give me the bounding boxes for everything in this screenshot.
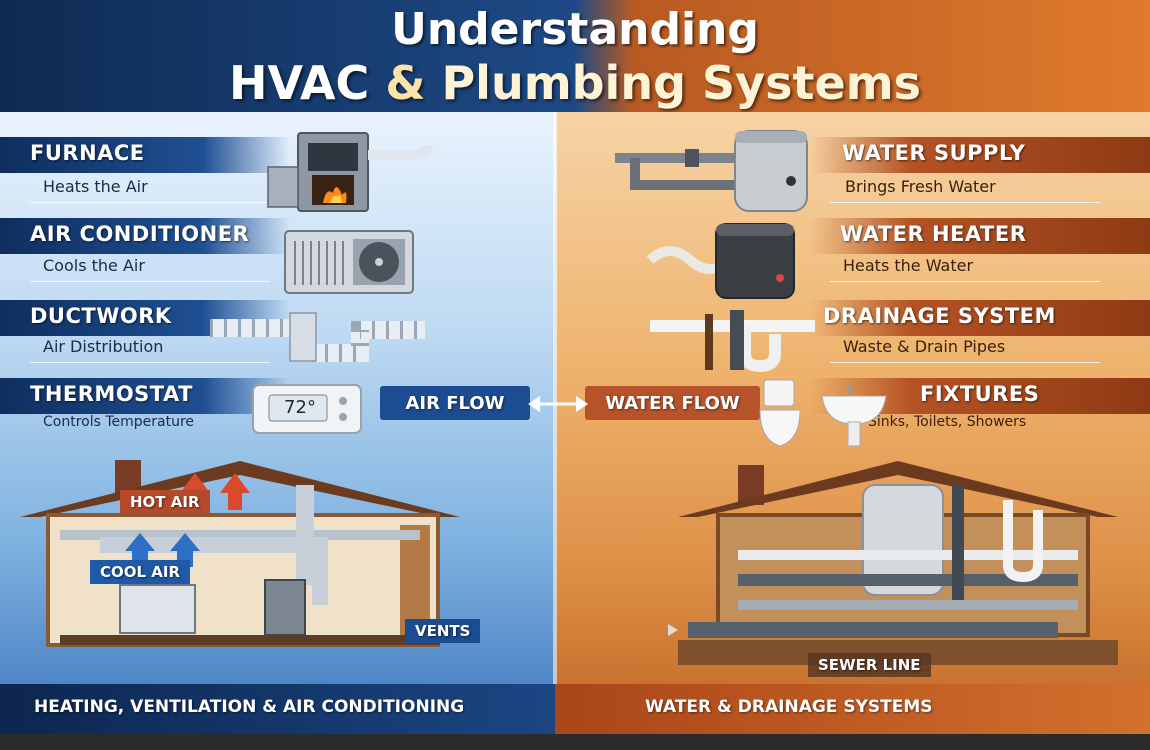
- furnace-underline: [30, 202, 270, 203]
- water-heater-underline: [830, 281, 1100, 282]
- ductwork-title: DUCTWORK: [30, 304, 172, 328]
- fixtures-desc: Sinks, Toilets, Showers: [868, 414, 1027, 430]
- ductwork-underline: [30, 362, 270, 363]
- title-plumbing: Plumbing Systems: [441, 56, 922, 110]
- ac-title: AIR CONDITIONER: [30, 222, 250, 246]
- water-supply-title: WATER SUPPLY: [842, 141, 1026, 165]
- bottom-strip: [0, 734, 1150, 750]
- hot-air-label: HOT AIR: [120, 490, 210, 514]
- ductwork-icon: [210, 312, 425, 362]
- air-conditioner-icon: [284, 230, 414, 294]
- sewer-line-label: SEWER LINE: [808, 653, 931, 677]
- water-heater-title: WATER HEATER: [840, 222, 1027, 246]
- thermostat-desc: Controls Temperature: [43, 414, 195, 430]
- air-flow-label: AIR FLOW: [380, 386, 530, 420]
- furnace-desc: Heats the Air: [43, 177, 148, 196]
- double-arrow-icon: [528, 396, 588, 412]
- water-heater-icon: [646, 223, 795, 299]
- ac-desc: Cools the Air: [43, 256, 145, 275]
- ac-underline: [30, 281, 270, 282]
- furnace-title: FURNACE: [30, 141, 145, 165]
- drainage-band: [810, 300, 1150, 336]
- drainage-title: DRAINAGE SYSTEM: [823, 304, 1056, 328]
- water-supply-band: [810, 137, 1150, 173]
- water-supply-icon: [615, 130, 808, 212]
- plumbing-footer-text: WATER & DRAINAGE SYSTEMS: [645, 697, 933, 717]
- water-flow-label: WATER FLOW: [585, 386, 760, 420]
- title-hvac: HVAC: [228, 56, 370, 110]
- title-ampersand: &: [369, 56, 442, 110]
- hvac-footer: [0, 684, 555, 734]
- sink-toilet-icon: [759, 379, 887, 447]
- water-supply-underline: [830, 202, 1100, 203]
- ac-band: [0, 218, 290, 254]
- ductwork-desc: Air Distribution: [43, 337, 164, 356]
- panel-divider: [553, 112, 557, 684]
- drainage-underline: [830, 362, 1100, 363]
- plumbing-footer: [555, 684, 1150, 734]
- title-line-2: HVAC & Plumbing Systems: [0, 56, 1150, 110]
- water-heater-desc: Heats the Water: [843, 256, 974, 275]
- title-line-1: Understanding: [391, 4, 759, 55]
- hvac-footer-text: HEATING, VENTILATION & AIR CONDITIONING: [34, 697, 465, 717]
- drain-pipe-icon: [650, 310, 815, 373]
- furnace-icon: [267, 132, 433, 212]
- furnace-band: [0, 137, 290, 173]
- thermostat-band: [0, 378, 290, 414]
- header-banner: [0, 0, 1150, 112]
- drainage-desc: Waste & Drain Pipes: [843, 337, 1006, 356]
- cool-air-label: COOL AIR: [90, 560, 191, 584]
- hvac-house-icon: [20, 460, 460, 647]
- water-heater-band: [810, 218, 1150, 254]
- thermostat-reading: 72°: [284, 397, 316, 418]
- plumbing-house-icon: [668, 461, 1118, 665]
- vents-label: VENTS: [405, 619, 481, 643]
- fixtures-title: FIXTURES: [920, 382, 1040, 406]
- thermostat-icon: [252, 384, 362, 434]
- thermostat-title: THERMOSTAT: [30, 382, 193, 406]
- water-supply-desc: Brings Fresh Water: [845, 177, 996, 196]
